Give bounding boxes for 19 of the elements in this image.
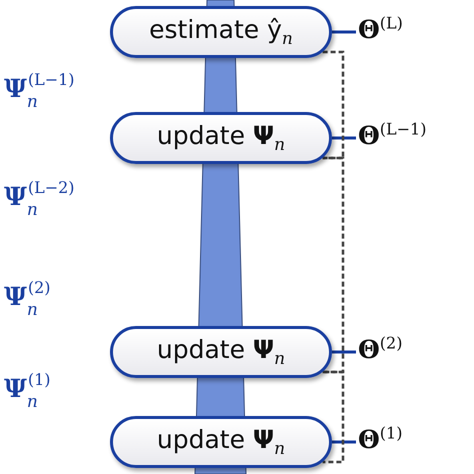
parameter-label: Θ$^{(L)}$ — [358, 15, 403, 44]
process-box — [110, 416, 332, 468]
parameter-label: Θ$^{(L−1)}$ — [358, 121, 426, 150]
connector-line — [332, 136, 356, 140]
process-box — [110, 6, 332, 58]
dashed-connector — [322, 156, 344, 374]
step-label: estimate ŷ$_{n}$ — [149, 15, 293, 49]
step-label: update Ψ$_{n}$ — [156, 425, 286, 459]
dashed-connector — [322, 50, 344, 160]
process-box — [110, 112, 332, 164]
connector-line — [332, 440, 356, 444]
process-box — [110, 326, 332, 378]
dashed-connector — [322, 370, 344, 464]
parameter-label: Θ$^{(1)}$ — [358, 425, 402, 454]
parameter-label: Θ$^{(2)}$ — [358, 335, 402, 364]
connector-line — [332, 350, 356, 354]
step-label: update Ψ$_{n}$ — [156, 335, 286, 369]
step-label: update Ψ$_{n}$ — [156, 121, 286, 155]
connector-line — [332, 30, 356, 34]
